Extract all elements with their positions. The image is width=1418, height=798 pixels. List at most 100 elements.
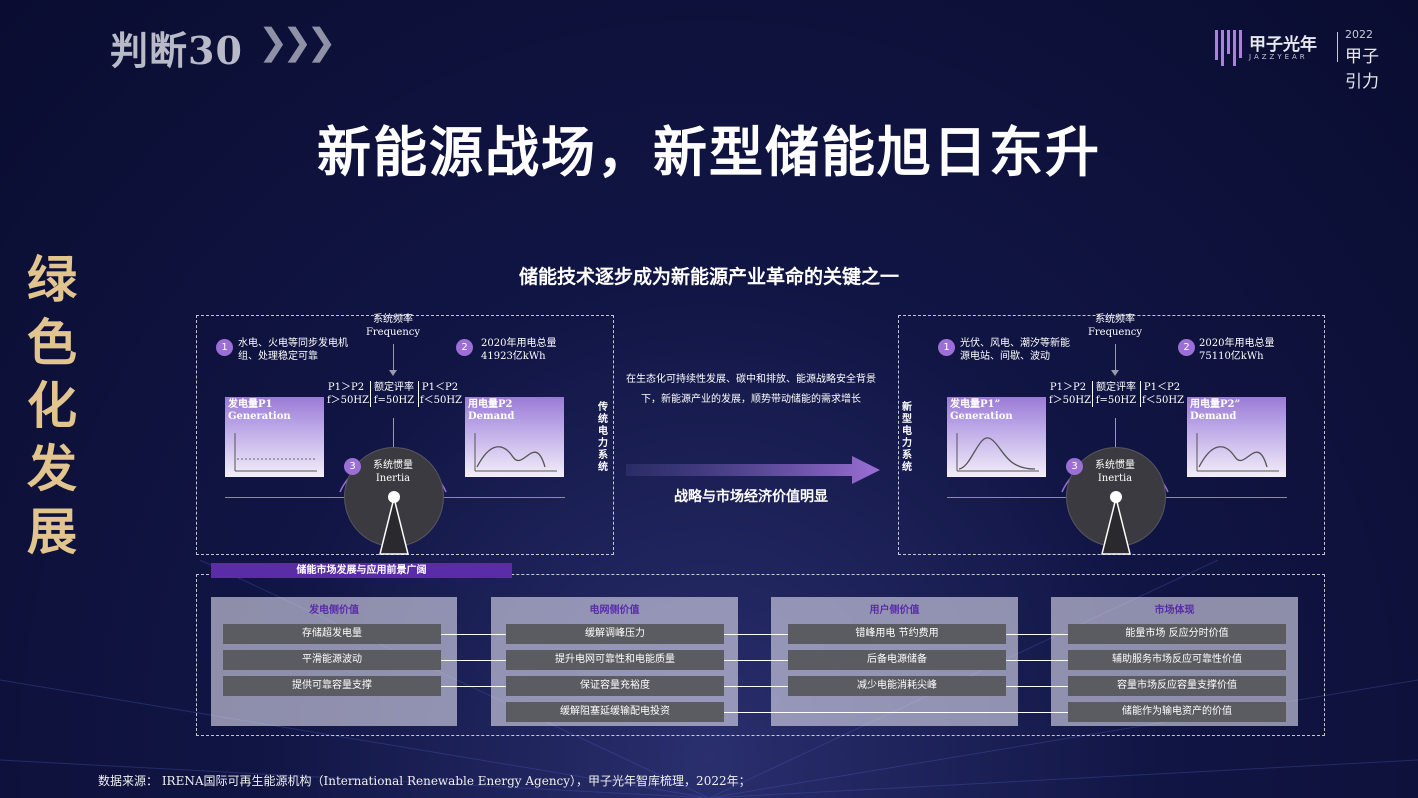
- connector-line: [1006, 686, 1068, 687]
- connector-line: [724, 686, 788, 687]
- brand-title: 判断30: [110, 28, 243, 73]
- list-item: 保证容量充裕度: [506, 676, 724, 696]
- value-column-market: 市场体现 能量市场 反应分时价值 辅助服务市场反应可靠性价值 容量市场反应容量支…: [1051, 597, 1298, 726]
- demand-curve-right: [1196, 433, 1279, 472]
- item2-line1: 2020年用电总量: [481, 338, 557, 349]
- cond-sep-1: [370, 381, 371, 407]
- cond-low-f: f＜50HZ: [419, 395, 463, 406]
- list-item: 存储超发电量: [223, 624, 441, 644]
- cond-low-p-right: P1＜P2: [1143, 382, 1181, 393]
- connector-line: [1006, 634, 1068, 635]
- generation-box-right: 发电量P1”Generation: [947, 397, 1046, 477]
- value-column-generation: 发电侧价值 存储超发电量 平滑能源波动 提供可靠容量支撑: [211, 597, 457, 726]
- cond-rated-label: 额定评率: [374, 382, 414, 393]
- item2-line1-right: 2020年用电总量: [1199, 338, 1275, 349]
- frequency-arrow-right: [1115, 344, 1116, 374]
- inertia-label-cn-right: 系统惯量: [1095, 460, 1135, 471]
- connector-line: [441, 660, 506, 661]
- list-item: 减少电能消耗尖峰: [788, 676, 1006, 696]
- cond-low-p: P1＜P2: [421, 382, 459, 393]
- cond-rated-f-right: f=50HZ: [1095, 395, 1137, 406]
- frequency-label-en: Frequency: [365, 327, 421, 338]
- transition-arrow: [626, 456, 880, 484]
- list-item: 后备电源储备: [788, 650, 1006, 670]
- frequency-label-cn: 系统频率: [373, 314, 413, 325]
- connector-line: [441, 634, 506, 635]
- inertia-label-cn: 系统惯量: [373, 460, 413, 471]
- badge-2-right: 2: [1178, 339, 1195, 356]
- generation-curve-right: [956, 433, 1039, 472]
- badge-1: 1: [216, 339, 233, 356]
- list-item: 提升电网可靠性和电能质量: [506, 650, 724, 670]
- cond-sep-2: [418, 381, 419, 407]
- list-item: 储能作为输电资产的价值: [1068, 702, 1286, 722]
- cond-high-p-right: P1＞P2: [1049, 382, 1087, 393]
- column-title: 用户侧价值: [869, 605, 920, 616]
- generation-curve: [234, 433, 317, 472]
- jazzyear-logo: 甲子光年 JAZZYEAR 2022 甲子引力: [1215, 28, 1390, 92]
- logo-event: 甲子引力: [1345, 47, 1379, 92]
- logo-year: 2022: [1345, 28, 1373, 41]
- item1-text-right: 光伏、风电、潮汐等新能源电站、间歇、波动: [960, 338, 1070, 362]
- item2-line2-right: 75110亿kWh: [1199, 351, 1264, 362]
- diagram-subtitle: 储能技术逐步成为新能源产业革命的关键之一: [518, 266, 899, 288]
- demand-box-right: 用电量P2”Demand: [1187, 397, 1286, 477]
- connector-line: [441, 686, 506, 687]
- list-item: 缓解调峰压力: [506, 624, 724, 644]
- item2-line2: 41923亿kWh: [481, 351, 546, 362]
- inertia-label-en-right: Inertia: [1097, 473, 1133, 484]
- traditional-system-label: 传统电力系统: [598, 402, 608, 473]
- cond-rated-f: f=50HZ: [373, 395, 415, 406]
- pendulum-icon-right: [1101, 497, 1131, 555]
- column-title: 电网侧价值: [589, 605, 640, 616]
- market-panel-header: 储能市场发展与应用前景广阔: [211, 563, 512, 578]
- column-title: 市场体现: [1154, 605, 1195, 616]
- list-item: 提供可靠容量支撑: [223, 676, 441, 696]
- frequency-arrow: [393, 344, 394, 374]
- inertia-arrow: [393, 418, 394, 448]
- badge-3: 3: [344, 458, 361, 475]
- connector-line: [724, 634, 788, 635]
- badge-2: 2: [456, 339, 473, 356]
- value-column-user: 用户侧价值 错峰用电 节约费用 后备电源储备 减少电能消耗尖峰: [771, 597, 1018, 726]
- inertia-arrow-right: [1115, 418, 1116, 448]
- pendulum-icon: [379, 497, 409, 555]
- market-panel: [196, 574, 1325, 736]
- pivot-dot-right: [1110, 491, 1122, 503]
- value-column-grid: 电网侧价值 缓解调峰压力 提升电网可靠性和电能质量 保证容量充裕度 缓解阻塞延缓…: [491, 597, 738, 726]
- frequency-arrowhead: [389, 370, 397, 376]
- demand-label-right: 用电量P2”Demand: [1190, 399, 1241, 422]
- cond-high-f: f＞50HZ: [326, 395, 370, 406]
- cond-sep-1-right: [1092, 381, 1093, 407]
- connector-line: [724, 660, 788, 661]
- logo-separator: [1337, 32, 1338, 62]
- data-source: 数据来源： IRENA国际可再生能源机构（International Renew…: [98, 774, 751, 788]
- list-item: 容量市场反应容量支撑价值: [1068, 676, 1286, 696]
- frequency-label-cn-right: 系统频率: [1095, 314, 1135, 325]
- column-title: 发电侧价值: [309, 605, 359, 616]
- generation-label-right: 发电量P1”Generation: [950, 399, 1013, 422]
- list-item: 能量市场 反应分时价值: [1068, 624, 1286, 644]
- chevron-icon: ❯❯❯: [258, 22, 336, 63]
- page-title: 新能源战场，新型储能旭日东升: [317, 120, 1101, 184]
- side-label: 绿色化发展: [27, 250, 77, 561]
- list-item: 错峰用电 节约费用: [788, 624, 1006, 644]
- middle-arrow-label: 战略与市场经济价值明显: [674, 489, 828, 505]
- inertia-label-en: Inertia: [375, 473, 411, 484]
- connector-line: [1006, 660, 1068, 661]
- middle-description: 在生态化可持续性发展、碳中和排放、能源战略安全背景下，新能源产业的发展，顺势带动…: [626, 374, 876, 405]
- badge-1-right: 1: [938, 339, 955, 356]
- cond-rated-label-right: 额定评率: [1096, 382, 1136, 393]
- list-item: 辅助服务市场反应可靠性价值: [1068, 650, 1286, 670]
- cond-sep-2-right: [1140, 381, 1141, 407]
- logo-name: 甲子光年: [1249, 35, 1317, 55]
- frequency-label-en-right: Frequency: [1087, 327, 1143, 338]
- cond-high-f-right: f＞50HZ: [1048, 395, 1092, 406]
- list-item: 缓解阻塞延缓输配电投资: [506, 702, 724, 722]
- list-item: 平滑能源波动: [223, 650, 441, 670]
- logo-subtitle: JAZZYEAR: [1249, 53, 1308, 61]
